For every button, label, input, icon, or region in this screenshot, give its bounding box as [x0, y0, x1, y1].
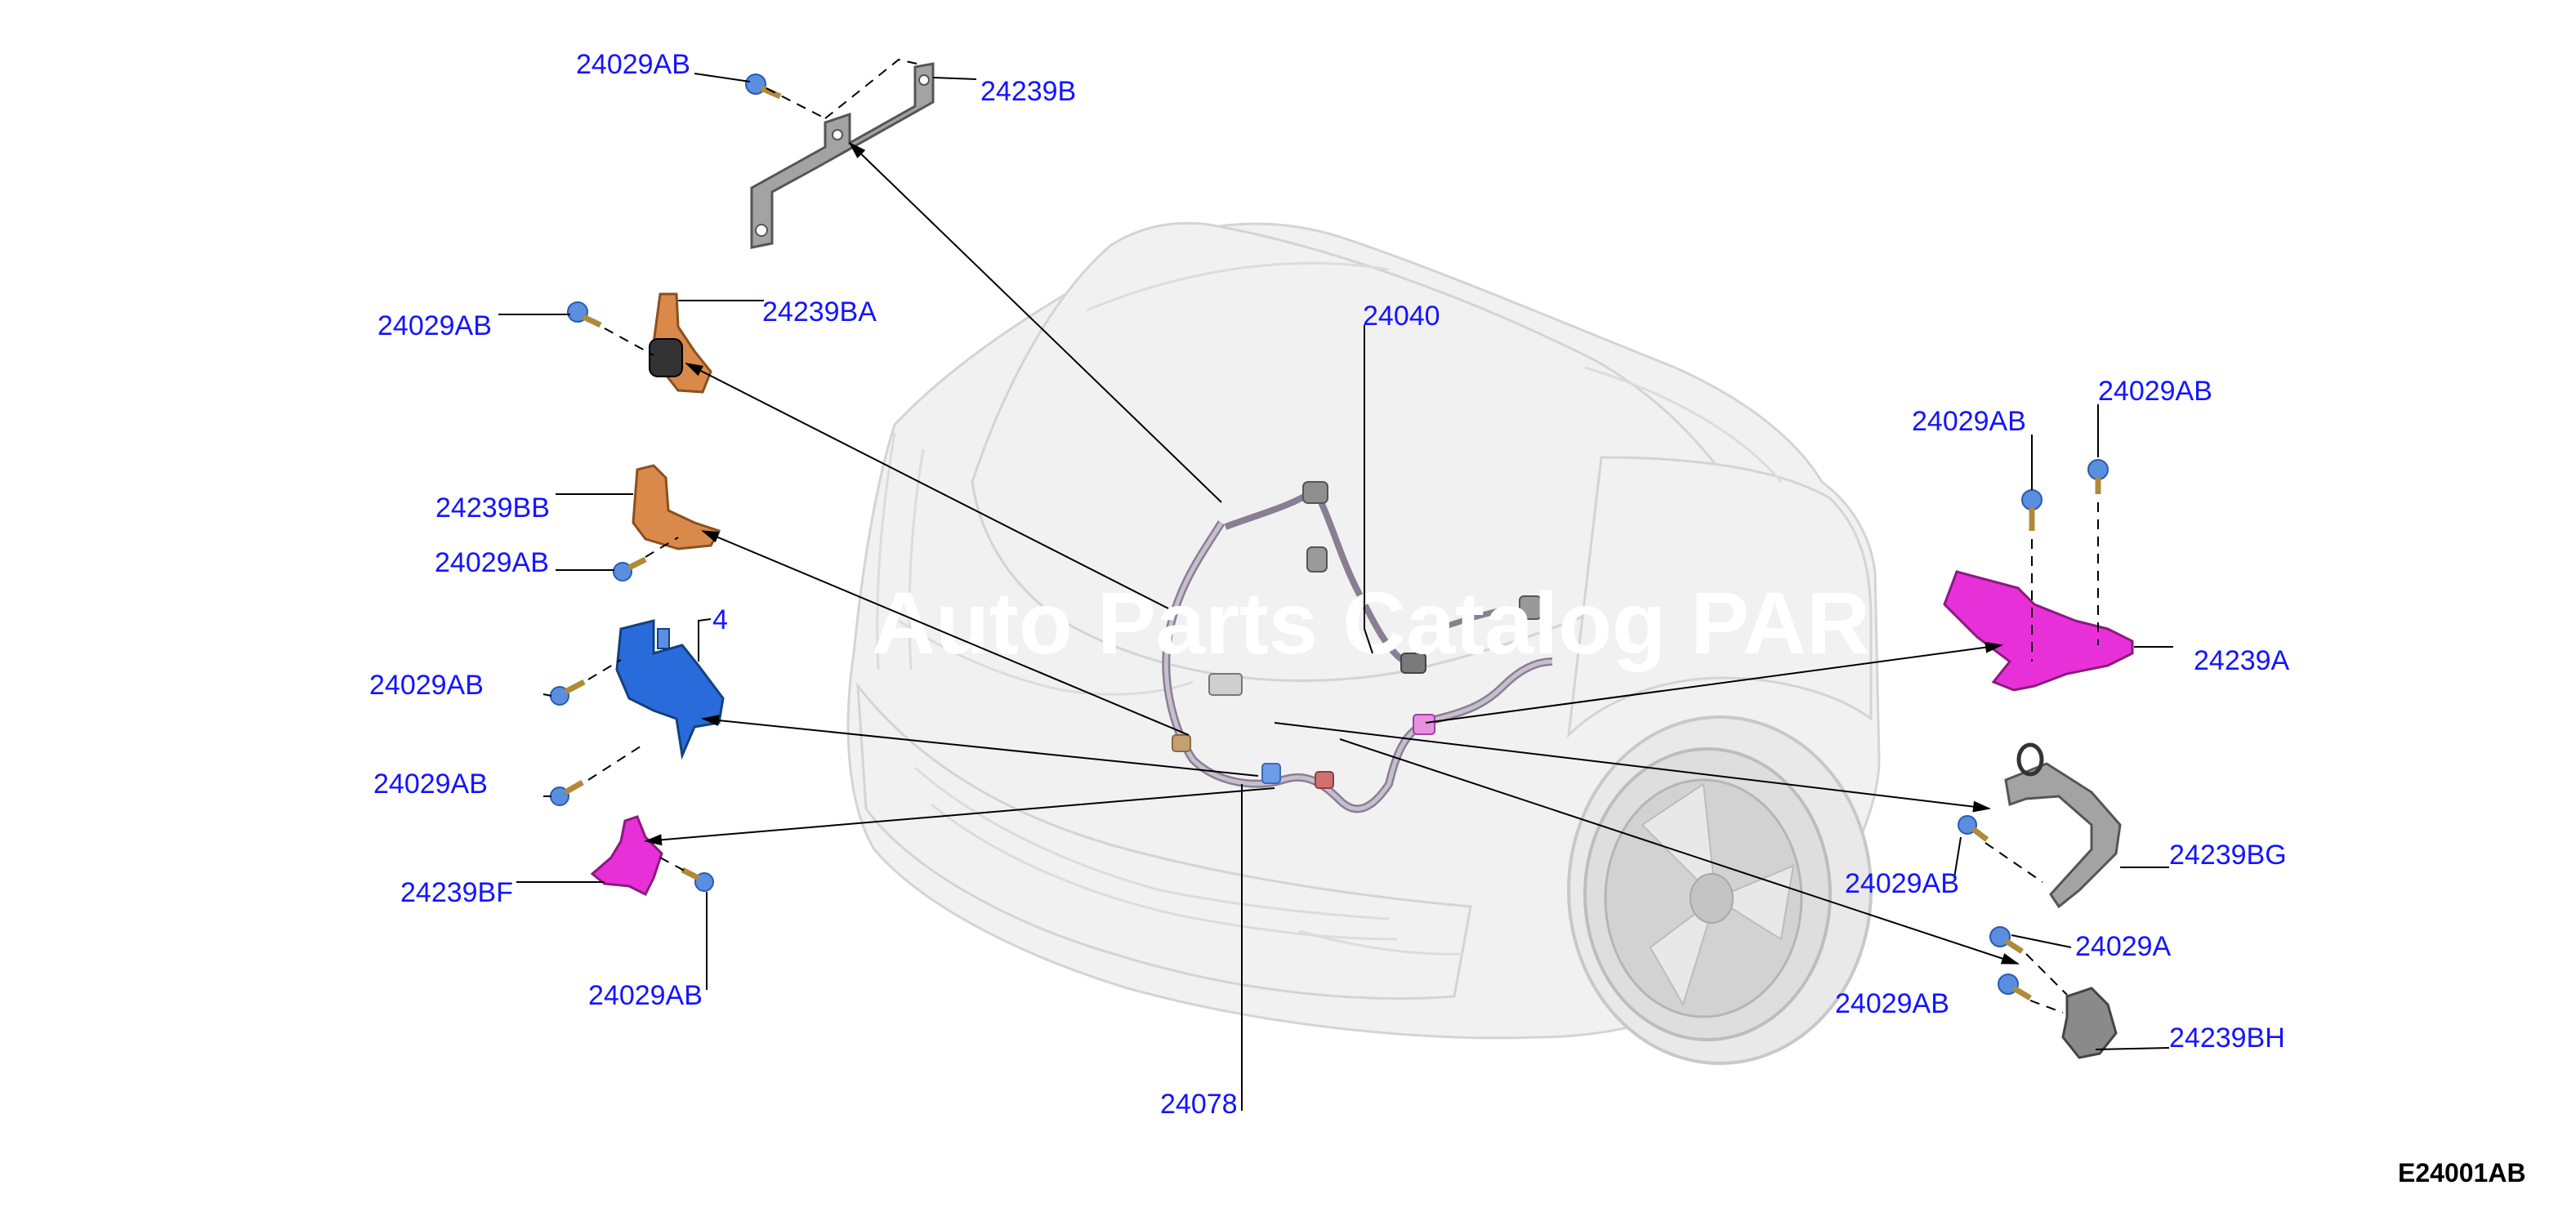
diagram-code: E24001AB	[2398, 1158, 2526, 1187]
label-bolt-blue-2[interactable]: 24029AB	[373, 769, 488, 800]
bolt-icon	[550, 779, 584, 806]
label-bolt-bh[interactable]: 24029AB	[1835, 988, 1949, 1019]
label-bolt-right-1[interactable]: 24029AB	[1912, 406, 2026, 437]
label-bolt-bg[interactable]: 24029AB	[1845, 868, 1959, 899]
bolt-icon	[613, 556, 647, 581]
bracket-24239b	[750, 62, 935, 249]
pointer-arrows	[644, 141, 2020, 965]
bracket-24239ba	[649, 292, 712, 394]
watermark-text: t Auto Parts Catalog PAR S A	[821, 573, 2038, 672]
bracket-blue	[615, 619, 725, 760]
label-harness-24078[interactable]: 24078	[1160, 1089, 1238, 1120]
bolt-icon	[1998, 974, 2032, 1001]
label-harness-24040[interactable]: 24040	[1363, 301, 1440, 332]
bolt-icon	[681, 867, 714, 892]
wheel-image	[1567, 715, 1873, 1065]
part-labels: 24029AB 24239B 24029AB 24239BA 24040 242…	[369, 49, 2290, 1120]
bracket-24239a	[1943, 570, 2134, 692]
bracket-24239bh	[2061, 987, 2118, 1059]
label-bracket-24239bg[interactable]: 24239BG	[2169, 840, 2287, 871]
leader-lines	[498, 58, 2173, 1111]
label-bracket-24239bb[interactable]: 24239BB	[435, 492, 550, 524]
label-bolt-blue-1[interactable]: 24029AB	[369, 670, 484, 701]
bracket-24239bb	[632, 464, 721, 550]
bolt-icon	[567, 301, 602, 328]
label-bracket-24239bf[interactable]: 24239BF	[400, 877, 513, 908]
bolt-icon	[550, 679, 586, 706]
label-bolt-24029a[interactable]: 24029A	[2075, 931, 2172, 962]
wiring-harness	[1162, 481, 1553, 813]
label-bolt-top[interactable]: 24029AB	[576, 49, 690, 80]
label-bracket-24239b[interactable]: 24239B	[980, 76, 1076, 107]
label-bracket-24239a[interactable]: 24239A	[2194, 645, 2290, 676]
label-bracket-blue[interactable]: 4	[712, 604, 728, 635]
label-bolt-bf[interactable]: 24029AB	[588, 980, 703, 1011]
label-bolt-bb[interactable]: 24029AB	[435, 547, 549, 578]
bolt-icon	[1989, 926, 2024, 954]
bolt-icon	[745, 74, 782, 100]
label-bolt-ba[interactable]: 24029AB	[377, 310, 492, 341]
label-bracket-24239ba[interactable]: 24239BA	[762, 296, 877, 328]
bolt-icon	[1958, 815, 1989, 842]
label-bolt-right-2[interactable]: 24029AB	[2098, 376, 2212, 407]
bracket-24239bg	[2004, 742, 2122, 909]
bolt-icon	[2021, 489, 2042, 531]
bolt-icon	[2087, 459, 2109, 494]
label-bracket-24239bh[interactable]: 24239BH	[2169, 1023, 2285, 1054]
